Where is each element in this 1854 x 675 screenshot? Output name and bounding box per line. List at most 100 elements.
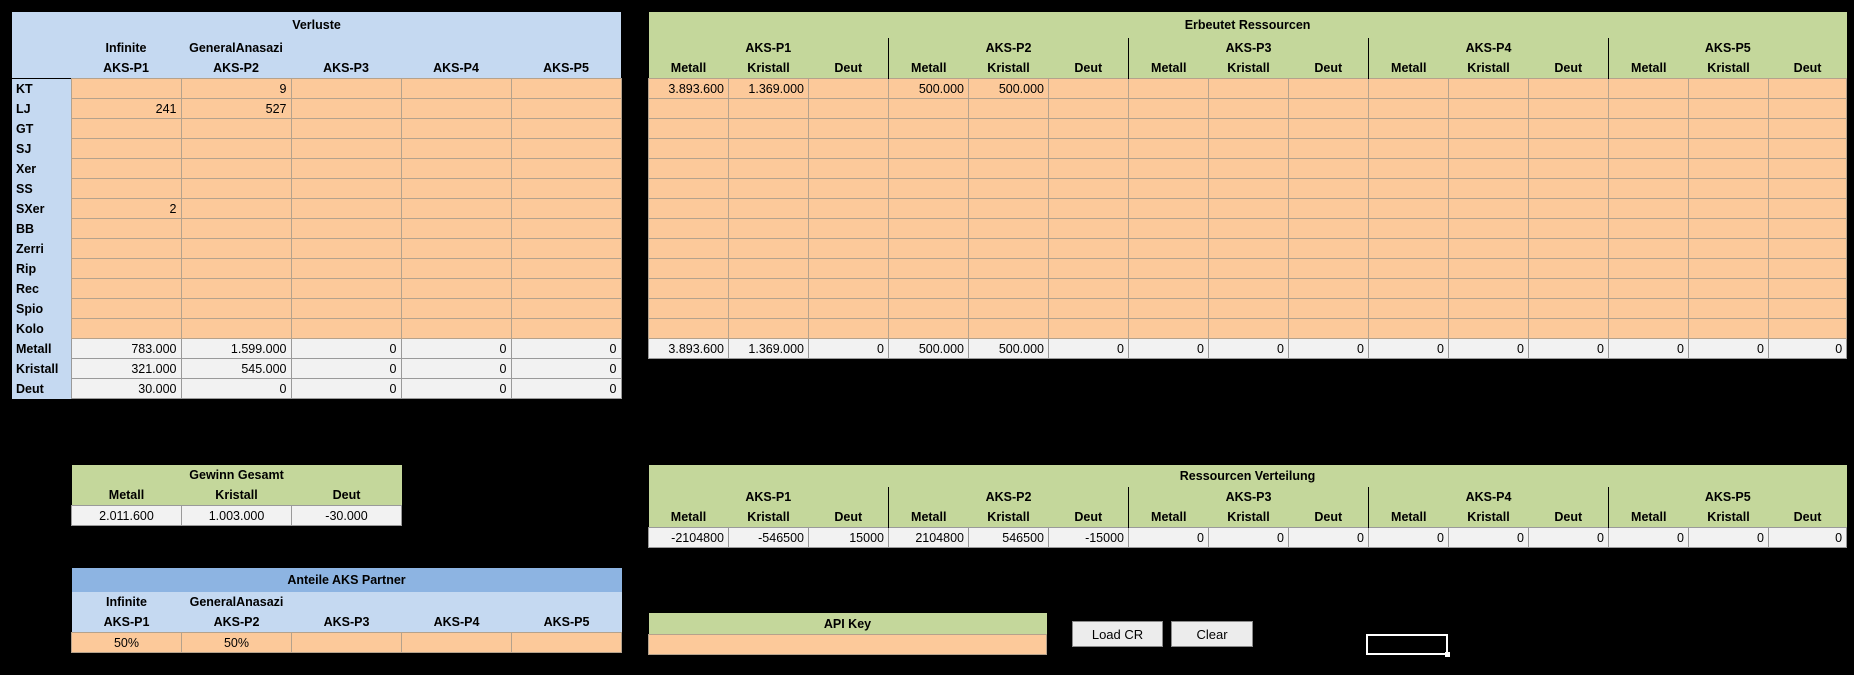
loot-cell[interactable] <box>1208 278 1289 299</box>
loot-cell[interactable] <box>968 278 1049 299</box>
loss-cell[interactable] <box>70 118 182 139</box>
loot-cell[interactable] <box>1448 178 1529 199</box>
loot-cell[interactable] <box>1528 98 1609 119</box>
loot-cell[interactable] <box>1688 78 1769 99</box>
loss-cell[interactable] <box>70 78 182 99</box>
distribution-cell[interactable]: 2104800 <box>888 527 969 548</box>
loot-total-cell[interactable]: 0 <box>1608 338 1689 359</box>
loss-cell[interactable] <box>180 278 292 299</box>
gewinn-deut[interactable]: -30.000 <box>290 505 403 526</box>
loot-cell[interactable] <box>1288 258 1369 279</box>
loot-cell[interactable] <box>1767 178 1848 199</box>
loot-total-cell[interactable]: 3.893.600 <box>648 338 729 359</box>
loss-cell[interactable] <box>510 138 622 159</box>
loss-cell[interactable] <box>400 238 512 259</box>
loss-cell[interactable] <box>510 198 622 219</box>
fill-handle[interactable] <box>1445 652 1450 657</box>
loot-total-cell[interactable]: 0 <box>1688 338 1769 359</box>
loot-cell[interactable] <box>1208 238 1289 259</box>
total-cell[interactable]: 545.000 <box>180 358 292 379</box>
loss-cell[interactable] <box>290 98 402 119</box>
loot-cell[interactable] <box>1688 118 1769 139</box>
loss-cell[interactable] <box>70 258 182 279</box>
total-cell[interactable]: 30.000 <box>70 378 182 399</box>
loss-cell[interactable] <box>290 138 402 159</box>
loot-cell[interactable] <box>1767 258 1848 279</box>
load-cr-button[interactable]: Load CR <box>1072 621 1163 647</box>
loot-cell[interactable] <box>1288 198 1369 219</box>
loot-cell[interactable] <box>1688 218 1769 239</box>
loot-cell[interactable] <box>1128 78 1209 99</box>
loot-cell[interactable] <box>808 318 889 339</box>
loot-cell[interactable] <box>1528 238 1609 259</box>
loot-cell[interactable] <box>968 98 1049 119</box>
loot-cell[interactable] <box>1048 138 1129 159</box>
total-cell[interactable]: 783.000 <box>70 338 182 359</box>
loot-cell[interactable] <box>1448 78 1529 99</box>
loss-cell[interactable] <box>180 298 292 319</box>
loss-cell[interactable] <box>70 218 182 239</box>
loot-cell[interactable] <box>1528 118 1609 139</box>
distribution-cell[interactable]: 0 <box>1368 527 1449 548</box>
loot-cell[interactable] <box>728 258 809 279</box>
loss-cell[interactable] <box>510 218 622 239</box>
loot-cell[interactable] <box>1288 218 1369 239</box>
loot-cell[interactable] <box>1208 198 1289 219</box>
loot-cell[interactable] <box>888 198 969 219</box>
loot-cell[interactable] <box>1048 258 1129 279</box>
loot-cell[interactable]: 500.000 <box>968 78 1049 99</box>
loot-cell[interactable] <box>808 298 889 319</box>
loot-cell[interactable] <box>888 318 969 339</box>
loot-cell[interactable] <box>1528 178 1609 199</box>
loot-cell[interactable] <box>1128 138 1209 159</box>
loot-cell[interactable] <box>808 218 889 239</box>
gewinn-kristall[interactable]: 1.003.000 <box>181 505 292 526</box>
total-cell[interactable]: 0 <box>510 358 622 379</box>
loot-cell[interactable] <box>648 278 729 299</box>
loot-cell[interactable] <box>1288 138 1369 159</box>
loot-cell[interactable] <box>1128 298 1209 319</box>
loot-cell[interactable] <box>1128 278 1209 299</box>
loot-cell[interactable] <box>1128 178 1209 199</box>
loot-cell[interactable] <box>1767 298 1848 319</box>
loot-cell[interactable] <box>1288 118 1369 139</box>
loot-cell[interactable] <box>808 238 889 259</box>
loot-cell[interactable] <box>728 98 809 119</box>
loot-cell[interactable] <box>1688 278 1769 299</box>
loot-cell[interactable] <box>648 218 729 239</box>
distribution-cell[interactable]: 0 <box>1448 527 1529 548</box>
loot-cell[interactable] <box>1528 278 1609 299</box>
loot-cell[interactable] <box>888 218 969 239</box>
loot-cell[interactable] <box>1688 298 1769 319</box>
loot-cell[interactable] <box>1288 78 1369 99</box>
loot-cell[interactable] <box>968 198 1049 219</box>
loot-cell[interactable] <box>1448 98 1529 119</box>
loot-cell[interactable] <box>1368 198 1449 219</box>
loss-cell[interactable] <box>290 298 402 319</box>
loot-cell[interactable] <box>1688 258 1769 279</box>
loss-cell[interactable] <box>180 238 292 259</box>
loot-cell[interactable] <box>808 138 889 159</box>
loss-cell[interactable]: 9 <box>180 78 292 99</box>
loot-cell[interactable] <box>1608 318 1689 339</box>
loot-cell[interactable] <box>968 138 1049 159</box>
loot-cell[interactable] <box>648 138 729 159</box>
anteil-cell[interactable] <box>401 632 512 653</box>
loot-cell[interactable] <box>1048 98 1129 119</box>
loot-cell[interactable] <box>1288 238 1369 259</box>
loot-cell[interactable] <box>1048 318 1129 339</box>
loot-cell[interactable] <box>1208 178 1289 199</box>
loot-cell[interactable] <box>1048 238 1129 259</box>
distribution-cell[interactable]: 0 <box>1128 527 1209 548</box>
loot-cell[interactable] <box>888 158 969 179</box>
loot-total-cell[interactable]: 0 <box>1767 338 1848 359</box>
loss-cell[interactable] <box>400 78 512 99</box>
loot-cell[interactable]: 500.000 <box>888 78 969 99</box>
loot-cell[interactable] <box>1368 138 1449 159</box>
total-cell[interactable]: 0 <box>400 378 512 399</box>
loot-cell[interactable] <box>1208 258 1289 279</box>
loot-cell[interactable] <box>1448 198 1529 219</box>
loot-cell[interactable] <box>648 178 729 199</box>
loot-cell[interactable] <box>888 98 969 119</box>
selected-cell[interactable] <box>1366 634 1450 657</box>
